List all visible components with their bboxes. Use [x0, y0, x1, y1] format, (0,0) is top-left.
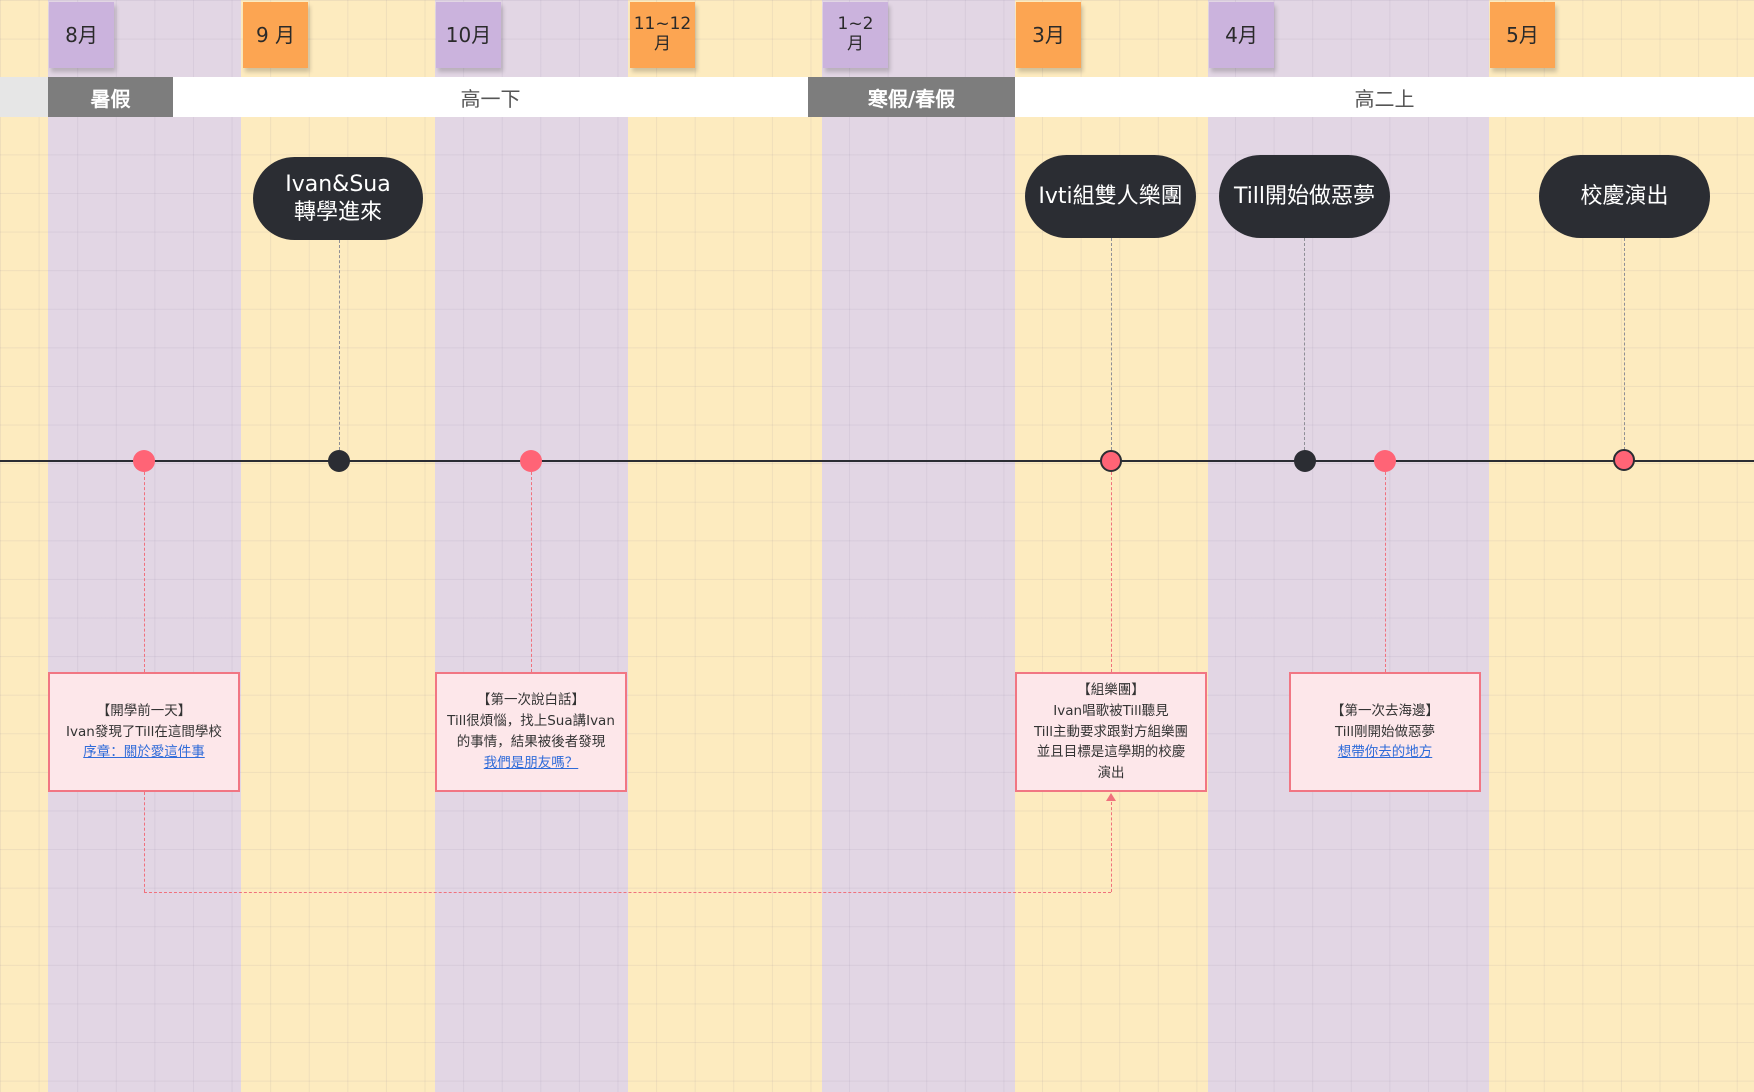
period-band-winter-spring[interactable]: 寒假/春假 [808, 77, 1015, 117]
timeline-axis [0, 460, 1754, 462]
story-card-line: 演出 [1097, 765, 1125, 782]
timeline-dot-may[interactable] [1613, 449, 1635, 471]
card-connector-1 [144, 472, 145, 672]
event-connector-school-show [1624, 238, 1625, 450]
story-card-1[interactable]: 【開學前一天】 Ivan發現了Till在這間學校 序章：關於愛這件事 [48, 672, 240, 792]
story-card-line: Ivan發現了Till在這間學校 [66, 723, 222, 740]
month-sticky-jan-feb[interactable]: 1~2 月 [823, 2, 888, 68]
event-connector-transfer [339, 240, 340, 450]
event-pill-school-show[interactable]: 校慶演出 [1539, 155, 1710, 238]
card-connector-2 [531, 472, 532, 672]
story-card-title: 【開學前一天】 [96, 702, 192, 719]
story-card-title: 【第一次說白話】 [477, 692, 585, 709]
period-band-summer[interactable]: 暑假 [48, 77, 173, 117]
month-sticky-oct[interactable]: 10月 [436, 2, 501, 68]
event-connector-band [1111, 238, 1112, 450]
timeline-dot-apr-late[interactable] [1374, 450, 1396, 472]
story-card-link[interactable]: 我們是朋友嗎？ [483, 754, 579, 771]
link-line-up [1111, 802, 1112, 892]
card-connector-4 [1385, 472, 1386, 672]
link-line-down [144, 792, 145, 892]
timeline-dot-mar[interactable] [1100, 450, 1122, 472]
timeline-dot-sep[interactable] [328, 450, 350, 472]
event-pill-band[interactable]: Ivti組雙人樂團 [1025, 155, 1196, 238]
timeline-dot-oct[interactable] [520, 450, 542, 472]
story-card-link[interactable]: 想帶你去的地方 [1337, 744, 1433, 761]
story-card-line: Till很煩惱，找上Sua講Ivan [447, 713, 615, 730]
link-arrowhead [1106, 793, 1116, 801]
event-connector-nightmare [1304, 238, 1305, 450]
card-connector-3 [1111, 472, 1112, 672]
event-pill-transfer[interactable]: Ivan&Sua 轉學進來 [253, 157, 423, 240]
story-card-4[interactable]: 【第一次去海邊】 Till剛開始做惡夢 想帶你去的地方 [1289, 672, 1481, 792]
story-card-line: Till主動要求跟對方組樂團 [1033, 723, 1189, 740]
period-band-start [0, 77, 48, 117]
event-pill-nightmare[interactable]: Till開始做惡夢 [1219, 155, 1390, 238]
story-card-link[interactable]: 序章：關於愛這件事 [83, 744, 205, 761]
story-card-3[interactable]: 【組樂團】 Ivan唱歌被Till聽見 Till主動要求跟對方組樂團 並且目標是… [1015, 672, 1207, 792]
period-band-second-year-first-sem[interactable]: 高二上 [1015, 77, 1754, 117]
month-sticky-mar[interactable]: 3月 [1016, 2, 1081, 68]
month-sticky-apr[interactable]: 4月 [1209, 2, 1274, 68]
story-card-title: 【第一次去海邊】 [1331, 702, 1439, 719]
month-column-1-2 [822, 0, 1015, 1092]
month-sticky-aug[interactable]: 8月 [49, 2, 114, 68]
period-band-first-year-second-sem[interactable]: 高一下 [173, 77, 808, 117]
story-card-2[interactable]: 【第一次說白話】 Till很煩惱，找上Sua講Ivan 的事情，結果被後者發現 … [435, 672, 627, 792]
story-card-title: 【組樂團】 [1077, 681, 1145, 698]
month-sticky-may[interactable]: 5月 [1490, 2, 1555, 68]
timeline-dot-apr[interactable] [1294, 450, 1316, 472]
month-sticky-nov-dec[interactable]: 11~12 月 [630, 2, 695, 68]
story-card-line: 並且目標是這學期的校慶 [1036, 744, 1186, 761]
story-card-line: 的事情，結果被後者發現 [456, 734, 606, 750]
link-line-horizontal [144, 892, 1111, 893]
story-card-line: Ivan唱歌被Till聽見 [1053, 702, 1169, 719]
story-card-line: Till剛開始做惡夢 [1334, 723, 1436, 740]
timeline-dot-aug[interactable] [133, 450, 155, 472]
month-sticky-sep[interactable]: 9 月 [243, 2, 308, 68]
